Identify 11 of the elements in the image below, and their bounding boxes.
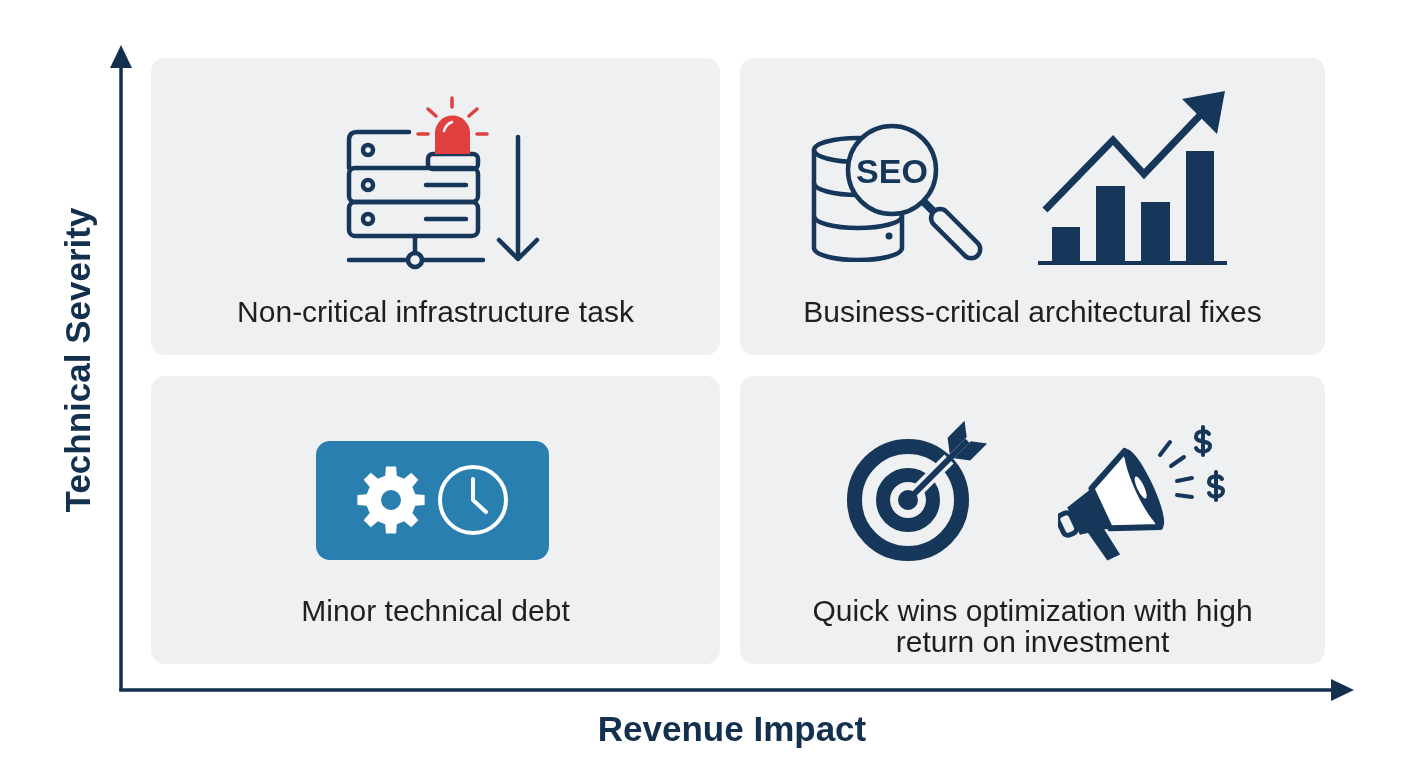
quadrant-caption: Quick wins optimization with high return on investment	[811, 595, 1254, 657]
lens-label: SEO	[856, 154, 928, 188]
quadrant-panel	[151, 376, 720, 664]
quadrant-panel	[740, 58, 1325, 355]
axis-title: Revenue Impact	[597, 708, 867, 750]
quadrant-caption: Non-critical infrastructure task	[237, 296, 634, 327]
axis-title: Technical Severity	[57, 207, 98, 513]
quadrant-caption: Minor technical debt	[301, 595, 570, 626]
quadrant-caption: Business-critical architectural fixes	[803, 296, 1262, 327]
quadrant-panel	[740, 376, 1325, 664]
quadrant-panel	[151, 58, 720, 355]
